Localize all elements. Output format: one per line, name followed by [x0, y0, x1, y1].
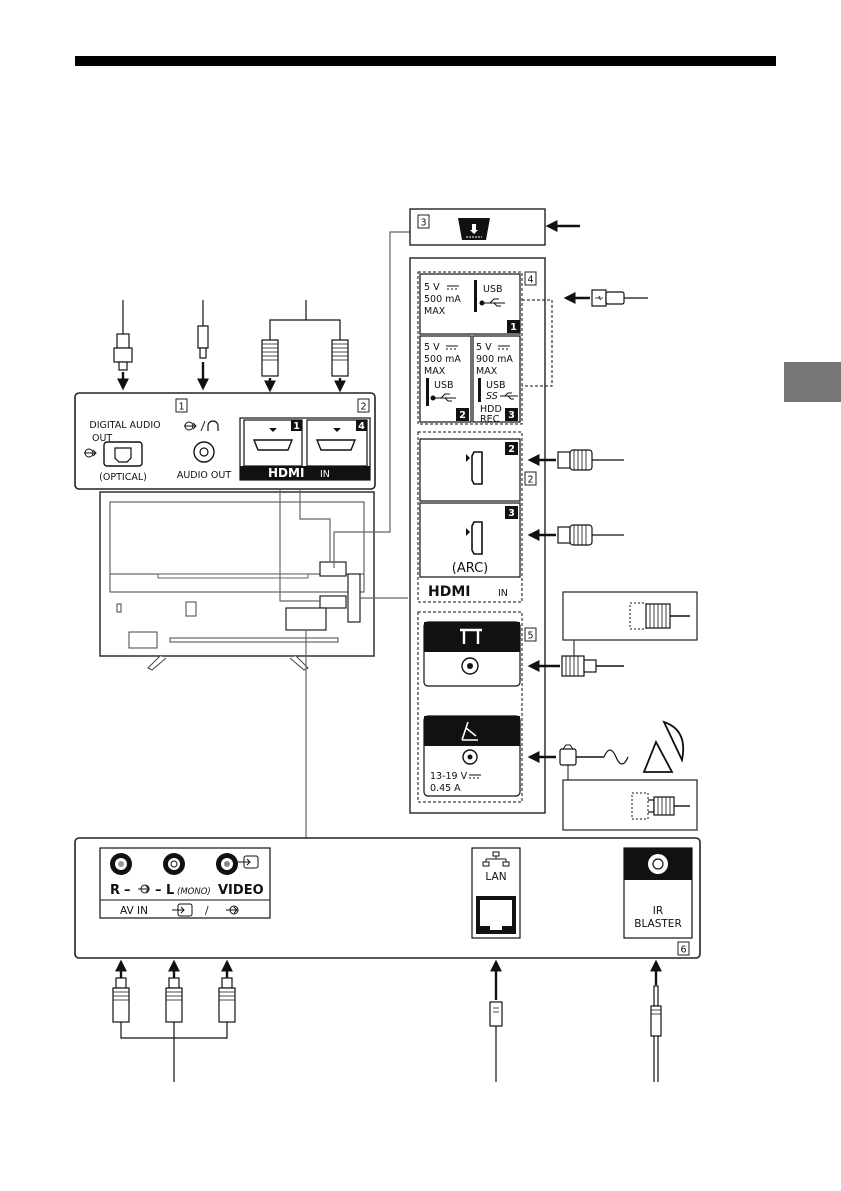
box-number-6: 6: [680, 945, 686, 956]
av-video-label: VIDEO: [218, 883, 264, 898]
lan-label: LAN: [485, 871, 506, 883]
satellite-jack-icon: [463, 750, 477, 764]
box-number-3: 3: [420, 218, 426, 229]
av-l-dash: –: [155, 883, 162, 898]
av-left-jack-icon: [163, 853, 185, 875]
usb2-voltage: 5 V: [424, 342, 440, 353]
usb2-max: MAX: [424, 366, 446, 377]
av-slash: /: [205, 905, 209, 917]
av-r-label: R: [110, 883, 120, 898]
usb3-rec: REC: [480, 414, 500, 425]
hdmi-port-4-icon: 4: [307, 420, 367, 466]
usb2-current: 500 mA: [424, 354, 461, 365]
usb2-label: USB: [434, 380, 454, 391]
box-number-2: 2: [360, 402, 366, 413]
side-cables: [114, 300, 348, 390]
usb3-current: 900 mA: [476, 354, 513, 365]
usb1-number: 1: [510, 322, 517, 333]
usb3-number: 3: [508, 410, 515, 421]
hdmi-logo: HDMI: [268, 466, 304, 480]
terrestrial-jack-icon: [462, 658, 478, 674]
hdmi-port-1-icon: 1: [244, 420, 302, 466]
header-bar: [75, 56, 776, 66]
satellite-dish-large-icon: [644, 722, 683, 772]
box-number-2-right: 2: [527, 475, 533, 486]
usb1-max: MAX: [424, 306, 446, 317]
av-l-label: L: [166, 883, 174, 898]
av-in-label: AV IN: [120, 905, 148, 917]
sat-current: 0.45 A: [430, 783, 461, 794]
hdmi-port-2-number: 2: [508, 444, 515, 455]
usb1-current: 500 mA: [424, 294, 461, 305]
hdmi-port-3-number: 3: [508, 508, 515, 519]
usb3-superspeed: SS: [486, 391, 498, 402]
side-tab: [784, 362, 841, 402]
usb3-max: MAX: [476, 366, 498, 377]
usb-plug-icon: [592, 290, 648, 306]
ir-label-line2: BLASTER: [634, 918, 682, 930]
hdmi-plug-icon: [558, 525, 624, 545]
optical-label: (OPTICAL): [99, 472, 147, 483]
bottom-cables: [113, 962, 661, 1082]
rear-port-icon: [458, 218, 490, 240]
digital-audio-label: DIGITAL AUDIO: [89, 420, 160, 431]
av-right-jack-icon: [110, 853, 132, 875]
box-number-5: 5: [527, 631, 533, 642]
box-number-4: 4: [527, 275, 533, 286]
usb3-label: USB: [486, 380, 506, 391]
hdmi-in-label: IN: [320, 469, 330, 480]
side-terminal-panel: 1 2 DIGITAL AUDIO OUT (OPTICAL) AUDIO OU…: [75, 393, 375, 489]
ir-blaster-jack-icon: [648, 854, 668, 874]
av-r-dash: –: [124, 883, 131, 898]
top-box-3: 3: [410, 209, 580, 245]
arc-label: (ARC): [452, 561, 489, 576]
usb1-voltage: 5 V: [424, 282, 440, 293]
sat-voltage: 13-19 V: [430, 771, 468, 782]
hdmi-plug-icon: [558, 450, 624, 470]
usb3-voltage: 5 V: [476, 342, 492, 353]
audio-out-jack-icon: [194, 442, 214, 462]
box-number-1: 1: [178, 402, 184, 413]
ir-label-line1: IR: [653, 905, 663, 917]
optical-port-icon: [104, 442, 142, 466]
lan-port-icon: [476, 896, 516, 934]
f-connector-plug-icon: [560, 745, 628, 780]
bottom-terminal-panel: R – – L (MONO) VIDEO AV IN / LAN: [75, 838, 700, 958]
hdmi-in-right: IN: [498, 588, 508, 599]
av-mono-label: (MONO): [177, 887, 211, 897]
audio-out-label: AUDIO OUT: [177, 470, 231, 481]
hdmi-logo-right: HDMI: [428, 584, 470, 600]
coax-plug-icon: [562, 640, 624, 676]
hdmi-port-4-number: 4: [358, 421, 365, 432]
hdmi-port-1-number: 1: [293, 421, 300, 432]
usb1-label: USB: [483, 284, 503, 295]
tv-rear-illustration: [100, 492, 374, 670]
usb2-number: 2: [459, 410, 466, 421]
av-video-jack-icon: [216, 853, 238, 875]
